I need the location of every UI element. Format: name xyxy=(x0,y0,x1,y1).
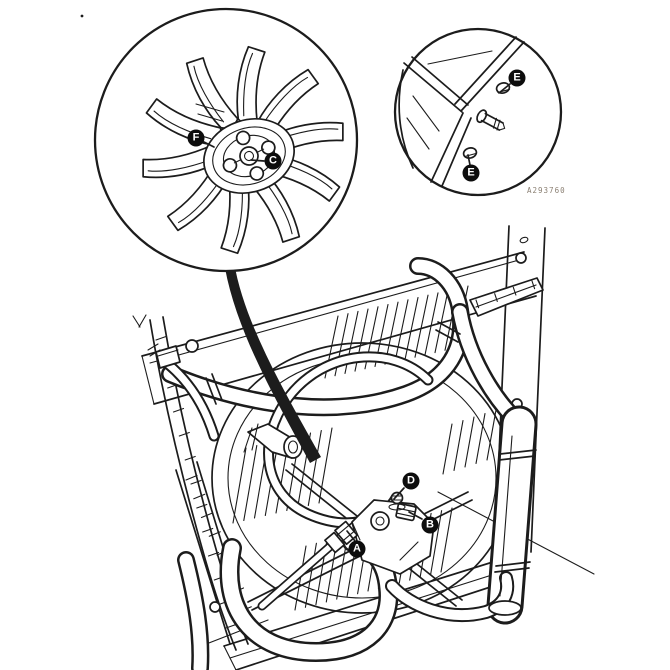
figure-code: A293760 xyxy=(527,186,566,195)
callout-pointers xyxy=(203,83,511,542)
cylinder-clamps xyxy=(488,435,537,616)
fan-shroud-ring xyxy=(211,342,513,614)
fan-pulley xyxy=(203,118,295,194)
water-pump-housing xyxy=(351,499,435,575)
support-gusset xyxy=(469,277,544,317)
callout-d-badge: D xyxy=(402,472,420,490)
shroud-bracket-panels xyxy=(398,36,525,187)
radiator-fins xyxy=(155,280,536,631)
callout-e-top-badge: E xyxy=(508,69,526,87)
pulley-bracket xyxy=(195,103,225,122)
bolt-e-bottom xyxy=(462,147,478,159)
main-assembly xyxy=(132,225,595,670)
fitting-d-bolt xyxy=(388,491,406,511)
fittings-group xyxy=(147,321,537,616)
callout-c-badge: C xyxy=(264,152,282,170)
mounting-stud xyxy=(476,109,506,131)
left-hose-clamp xyxy=(147,343,181,369)
callout-e-bottom-badge: E xyxy=(462,164,480,182)
detail-leader-line xyxy=(225,262,321,463)
fitting-b-union xyxy=(395,502,417,522)
fitting-a-union xyxy=(324,520,359,554)
print-speck xyxy=(80,14,84,18)
callout-f-badge: F xyxy=(187,129,205,147)
upper-hose-clamps xyxy=(205,321,461,405)
callout-a-badge: A xyxy=(348,540,366,558)
inset-fan-detail xyxy=(93,7,359,273)
callout-b-badge: B xyxy=(421,516,439,534)
left-elbow-fitting xyxy=(243,423,303,459)
